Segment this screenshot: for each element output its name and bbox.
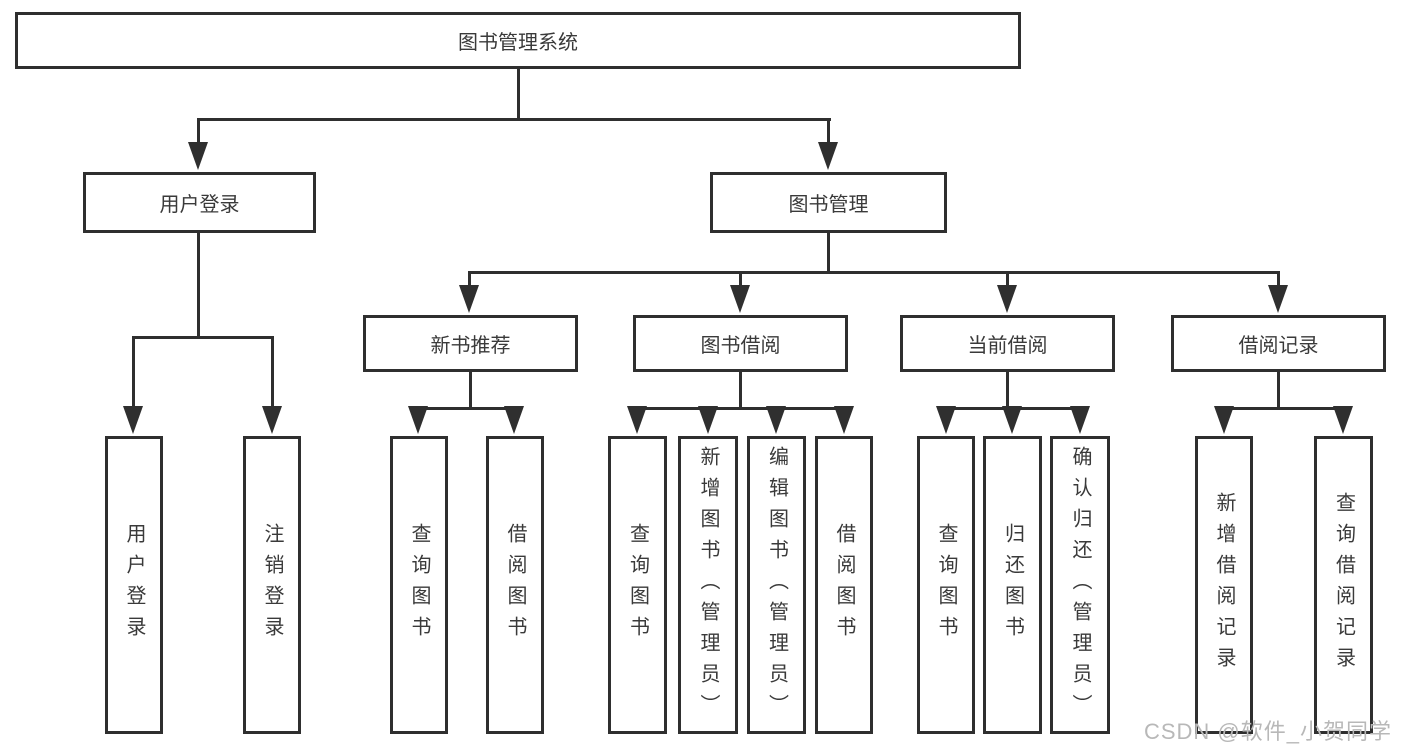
- connector-line: [197, 118, 200, 148]
- connector-line: [827, 233, 830, 271]
- connector-line: [1006, 271, 1009, 290]
- node-current-borrowing-label: 当前借阅: [967, 335, 1048, 357]
- leaf-nbr-borrow-books: 借阅图书: [486, 436, 544, 734]
- node-root: 图书管理系统: [15, 12, 1021, 69]
- leaf-cb-query-books: 查询图书: [917, 436, 975, 734]
- leaf-bb-add-books-admin: 新增图书（管理员）: [678, 436, 738, 734]
- node-book-management-label: 图书管理: [788, 194, 869, 216]
- connector-line: [197, 233, 200, 336]
- connector-line: [635, 407, 846, 410]
- connector-line: [827, 118, 830, 148]
- connector-arrowhead: [262, 406, 282, 434]
- connector-arrowhead: [936, 406, 956, 434]
- node-book-management: 图书管理: [710, 172, 947, 233]
- node-book-borrowing-label: 图书借阅: [700, 335, 781, 357]
- connector-line: [517, 69, 520, 118]
- connector-line: [417, 407, 517, 410]
- connector-line: [271, 336, 274, 410]
- leaf-br-query-record-label: 查询借阅记录: [1332, 492, 1355, 678]
- connector-line: [132, 336, 274, 339]
- leaf-nbr-query-books: 查询图书: [390, 436, 448, 734]
- connector-arrowhead: [997, 285, 1017, 313]
- connector-arrowhead: [408, 406, 428, 434]
- connector-arrowhead: [123, 406, 143, 434]
- node-new-book-recommend: 新书推荐: [363, 315, 578, 372]
- leaf-bb-query-books: 查询图书: [608, 436, 667, 734]
- connector-line: [739, 372, 742, 407]
- connector-line: [1222, 407, 1345, 410]
- leaf-br-add-record-label: 新增借阅记录: [1213, 492, 1235, 678]
- leaf-br-query-record: 查询借阅记录: [1314, 436, 1373, 734]
- leaf-user-login: 用户登录: [105, 436, 163, 734]
- connector-arrowhead: [459, 285, 479, 313]
- connector-line: [132, 336, 135, 410]
- connector-arrowhead: [1002, 406, 1022, 434]
- connector-arrowhead: [1070, 406, 1090, 434]
- leaf-cb-query-books-label: 查询图书: [935, 523, 957, 647]
- connector-line: [1277, 372, 1280, 407]
- connector-arrowhead: [766, 406, 786, 434]
- node-user-login: 用户登录: [83, 172, 316, 233]
- connector-line: [469, 372, 472, 407]
- leaf-bb-edit-books-admin-label: 编辑图书（管理员）: [765, 445, 788, 725]
- leaf-cb-return-books-label: 归还图书: [1001, 523, 1024, 647]
- leaf-nbr-borrow-books-label: 借阅图书: [504, 523, 526, 647]
- node-book-borrowing: 图书借阅: [633, 315, 848, 372]
- leaf-logout-label: 注销登录: [261, 523, 283, 647]
- connector-arrowhead: [188, 142, 208, 170]
- leaf-cb-confirm-return-admin: 确认归还（管理员）: [1050, 436, 1110, 734]
- leaf-bb-query-books-label: 查询图书: [626, 523, 649, 647]
- connector-line: [1277, 271, 1280, 290]
- leaf-cb-confirm-return-admin-label: 确认归还（管理员）: [1069, 445, 1091, 725]
- node-borrow-records-label: 借阅记录: [1238, 335, 1319, 357]
- connector-line: [468, 271, 471, 290]
- connector-arrowhead: [730, 285, 750, 313]
- connector-line: [468, 271, 1280, 274]
- leaf-cb-return-books: 归还图书: [983, 436, 1042, 734]
- node-current-borrowing: 当前借阅: [900, 315, 1115, 372]
- leaf-logout: 注销登录: [243, 436, 301, 734]
- connector-arrowhead: [1268, 285, 1288, 313]
- leaf-user-login-label: 用户登录: [123, 523, 145, 647]
- leaf-nbr-query-books-label: 查询图书: [408, 523, 430, 647]
- node-user-login-label: 用户登录: [159, 194, 240, 216]
- connector-arrowhead: [834, 406, 854, 434]
- leaf-bb-borrow-books-label: 借阅图书: [833, 523, 855, 647]
- connector-line: [739, 271, 742, 290]
- connector-line: [1006, 372, 1009, 407]
- csdn-watermark: CSDN @软件_小贺同学: [1143, 719, 1392, 744]
- connector-arrowhead: [504, 406, 524, 434]
- leaf-bb-borrow-books: 借阅图书: [815, 436, 873, 734]
- leaf-bb-add-books-admin-label: 新增图书（管理员）: [697, 445, 719, 725]
- connector-line: [197, 118, 831, 121]
- node-new-book-recommend-label: 新书推荐: [430, 335, 511, 357]
- node-borrow-records: 借阅记录: [1171, 315, 1386, 372]
- connector-arrowhead: [1333, 406, 1353, 434]
- connector-arrowhead: [627, 406, 647, 434]
- leaf-bb-edit-books-admin: 编辑图书（管理员）: [747, 436, 806, 734]
- leaf-br-add-record: 新增借阅记录: [1195, 436, 1253, 734]
- connector-arrowhead: [1214, 406, 1234, 434]
- node-root-label: 图书管理系统: [458, 32, 578, 54]
- connector-arrowhead: [818, 142, 838, 170]
- connector-arrowhead: [698, 406, 718, 434]
